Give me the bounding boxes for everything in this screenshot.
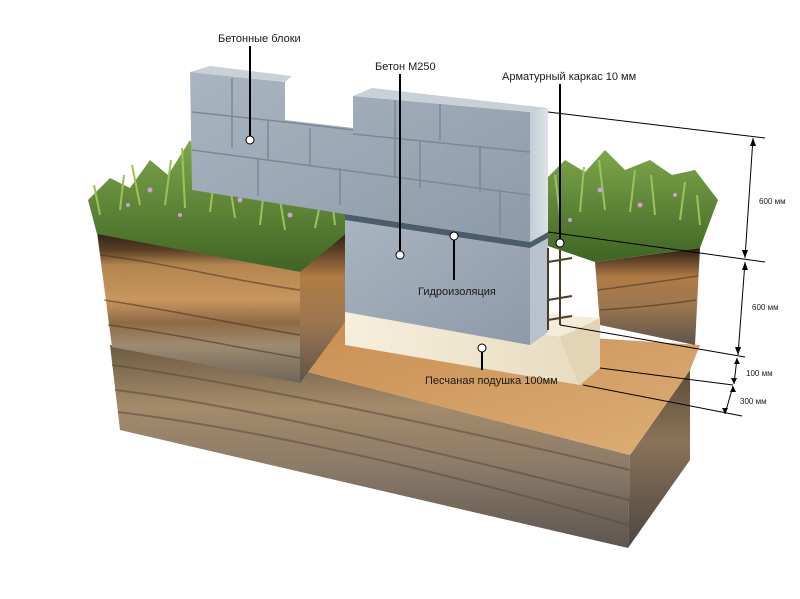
grass-left-blades <box>93 147 336 231</box>
leader-concrete-dot <box>395 250 405 260</box>
grass-right-blades <box>554 159 701 226</box>
base-strata <box>111 364 631 526</box>
right-soil-side <box>595 248 700 345</box>
leader-waterproofing-dot <box>449 231 459 241</box>
concrete-foundation-front <box>345 214 530 345</box>
base-layer-front <box>110 345 630 548</box>
dim-label-wall: 600 мм <box>759 197 786 206</box>
dim-label-bottom: 300 мм <box>740 397 767 406</box>
sand-cushion-front <box>345 312 580 385</box>
label-waterproofing: Гидроизоляция <box>418 286 496 298</box>
label-rebar: Арматурный каркас 10 мм <box>502 71 636 83</box>
left-soil-side <box>300 232 345 383</box>
concrete-foundation-side <box>530 232 548 345</box>
sand-cushion-side <box>560 318 600 385</box>
block-wall-side <box>530 108 548 242</box>
label-concrete: Бетон М250 <box>375 61 436 73</box>
grass-right-flowers <box>568 187 677 222</box>
label-sand-cushion: Песчаная подушка 100мм <box>425 375 558 387</box>
dim-label-foundation: 600 мм <box>752 303 779 312</box>
right-soil-strata <box>597 275 699 311</box>
left-soil-front <box>97 232 300 383</box>
leader-rebar-dot <box>555 238 565 248</box>
grass-left <box>88 140 348 272</box>
label-blocks: Бетонные блоки <box>218 33 301 45</box>
dimension-lines <box>547 111 766 417</box>
leader-sand-dot <box>477 343 487 353</box>
block-wall-top <box>190 66 548 112</box>
leader-blocks-dot <box>245 135 255 145</box>
left-soil-strata <box>99 254 301 359</box>
block-wall-front <box>190 72 530 242</box>
block-joints <box>191 78 531 235</box>
dim-label-sand: 100 мм <box>746 369 773 378</box>
waterproofing-layer <box>345 214 548 248</box>
base-layer-side <box>628 370 690 548</box>
rebar-cage <box>547 248 573 330</box>
